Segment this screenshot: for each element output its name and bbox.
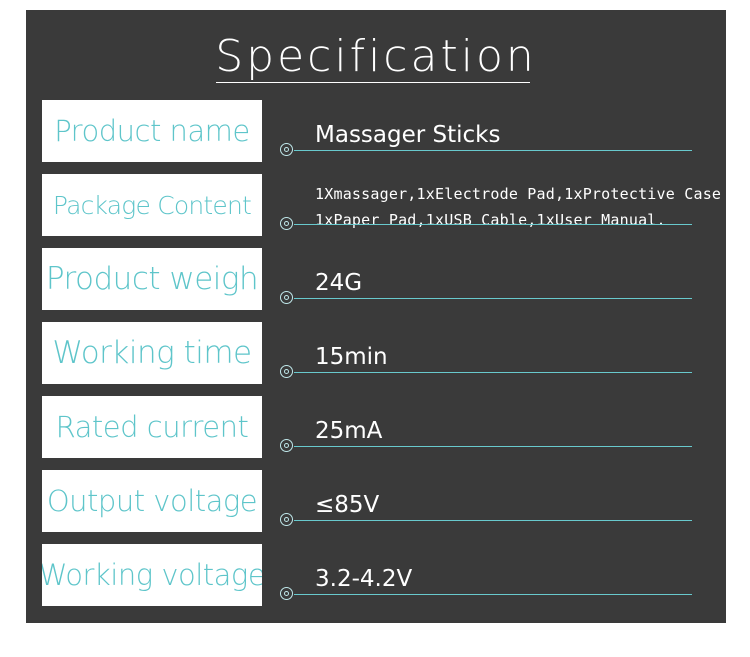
- spec-value: Massager Sticks: [315, 122, 501, 148]
- spec-label-box: Product weigh: [42, 248, 262, 310]
- spec-underline: [294, 372, 692, 373]
- page-title: Specification: [215, 31, 537, 82]
- circle-bullet-icon: [280, 365, 293, 378]
- spec-underline: [294, 520, 692, 521]
- spec-row-working-time: Working time 15min: [26, 322, 726, 384]
- spec-label-box: Rated current: [42, 396, 262, 458]
- spec-row-product-weigh: Product weigh 24G: [26, 248, 726, 310]
- circle-bullet-icon: [280, 587, 293, 600]
- spec-value-line: 1xPaper Pad,1xUSB Cable,1xUser Manual.: [315, 211, 666, 229]
- spec-label: Working time: [52, 334, 252, 371]
- spec-label: Product weigh: [45, 260, 259, 297]
- spec-label: Product name: [54, 113, 250, 148]
- spec-underline: [294, 224, 692, 225]
- spec-underline: [294, 150, 692, 151]
- spec-label-box: Working time: [42, 322, 262, 384]
- spec-label: Working voltage: [42, 557, 262, 592]
- spec-underline: [294, 446, 692, 447]
- spec-value: 3.2-4.2V: [315, 566, 413, 592]
- circle-bullet-icon: [280, 439, 293, 452]
- spec-value: 25mA: [315, 418, 383, 444]
- spec-label-box: Output voltage: [42, 470, 262, 532]
- spec-label-box: Working voltage: [42, 544, 262, 606]
- spec-underline: [294, 298, 692, 299]
- circle-bullet-icon: [280, 513, 293, 526]
- title-underline: [216, 82, 530, 83]
- spec-row-product-name: Product name Massager Sticks: [26, 100, 726, 162]
- specification-panel: Specification Product name Massager Stic…: [26, 10, 726, 623]
- spec-underline: [294, 594, 692, 595]
- circle-bullet-icon: [280, 291, 293, 304]
- circle-bullet-icon: [280, 217, 293, 230]
- spec-label: Rated current: [55, 409, 249, 444]
- circle-bullet-icon: [280, 143, 293, 156]
- spec-row-output-voltage: Output voltage ≤85V: [26, 470, 726, 532]
- spec-label-box: Product name: [42, 100, 262, 162]
- spec-value: 1Xmassager,1xElectrode Pad,1xProtective …: [315, 181, 721, 233]
- spec-label-box: Package Content: [42, 174, 262, 236]
- spec-value: ≤85V: [315, 492, 380, 518]
- spec-value: 24G: [315, 270, 363, 296]
- spec-label: Output voltage: [46, 483, 258, 518]
- spec-label: Package Content: [52, 190, 252, 220]
- spec-value: 15min: [315, 344, 388, 370]
- spec-row-rated-current: Rated current 25mA: [26, 396, 726, 458]
- spec-row-working-voltage: Working voltage 3.2-4.2V: [26, 544, 726, 606]
- spec-value-line: 1Xmassager,1xElectrode Pad,1xProtective …: [315, 185, 722, 203]
- spec-row-package-content: Package Content 1Xmassager,1xElectrode P…: [26, 174, 726, 236]
